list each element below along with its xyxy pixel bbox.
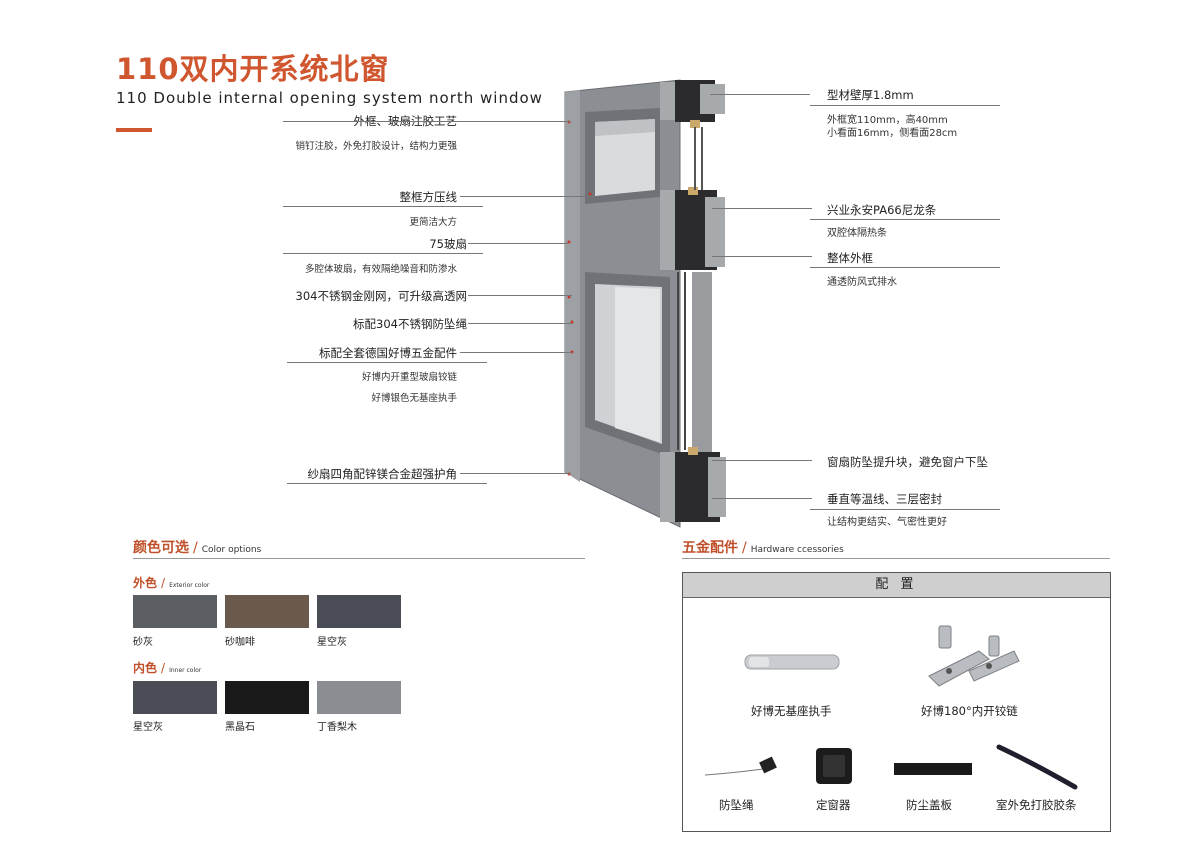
leader-line [460,352,572,353]
hinge-icon [928,625,1020,687]
leader-line [712,256,812,257]
leader-line [283,253,483,254]
swatch-interior-black-crystal[interactable] [225,681,309,714]
leader-line [810,219,1000,220]
hardware-label: 好博无基座执手 [751,704,832,718]
callout-hardware: 标配全套德国好博五金配件 [319,346,457,360]
leader-line [460,473,570,474]
swatch-interior-lilac-pear[interactable] [317,681,401,714]
callout-sub: 双腔体隔热条 [827,228,887,239]
callout-outer-frame: 整体外框 [827,251,873,265]
page-subtitle: 110 Double internal opening system north… [116,89,543,107]
swatch-exterior-starry-gray[interactable] [317,595,401,628]
color-options-heading: 颜色可选/Color options [133,540,262,556]
hardware-box-header: 配 置 [683,573,1110,598]
leader-line [712,460,812,461]
hardware-label: 室外免打胶胶条 [996,798,1077,812]
leader-line [460,196,595,197]
callout-glass-sash: 75玻扇 [429,237,467,251]
swatch-label: 砂咖啡 [225,637,255,648]
interior-color-heading: 内色/Inner color [133,661,202,675]
section-divider [133,558,585,559]
swatch-label: 黑晶石 [225,722,255,733]
leader-line [287,483,487,484]
callout-corner: 纱扇四角配锌镁合金超强护角 [307,467,458,481]
leader-line [468,323,572,324]
callout-sub: 让结构更结实、气密性更好 [827,517,947,528]
callout-sub: 小看面16mm，侧看面28cm [827,128,958,139]
leader-line [468,295,572,296]
swatch-label: 星空灰 [133,722,163,733]
callout-sub: 销钉注胶，外免打胶设计，结构力更强 [295,141,457,152]
callout-sub: 外框宽110mm，高40mm [827,115,948,126]
sealing-strip-icon [996,744,1078,790]
section-divider [682,558,1110,559]
leader-line [287,362,487,363]
callout-sub: 多腔体玻扇，有效隔绝噪音和防渗水 [304,264,457,275]
callout-lift-block: 窗扇防坠提升块，避免窗户下坠 [827,455,988,469]
callout-mesh: 304不锈钢金刚网，可升级高透网 [295,289,467,303]
swatch-label: 砂灰 [133,637,153,648]
callout-sub: 更简洁大方 [409,217,457,228]
callout-sub: 通透防风式排水 [827,277,897,288]
hardware-label: 好博180°内开铰链 [921,704,1018,718]
callout-nylon-strip: 兴业永安PA66尼龙条 [827,203,937,217]
exterior-color-heading: 外色/Exterior color [133,576,210,590]
accent-bar [116,128,152,132]
callout-rope: 标配304不锈钢防坠绳 [353,317,467,331]
safety-rope-icon [704,756,777,776]
page-title: 110双内开系统北窗 [116,52,390,86]
dust-cover-icon [894,763,972,775]
hardware-heading: 五金配件/Hardware ccessories [682,540,844,556]
hardware-label: 定窗器 [816,798,851,812]
swatch-exterior-sand-coffee[interactable] [225,595,309,628]
handle-icon [744,654,840,670]
swatch-interior-starry-gray[interactable] [133,681,217,714]
leader-line [468,243,568,244]
callout-wall-thickness: 型材壁厚1.8mm [827,88,914,102]
hardware-config-box: 配 置 好博无基座执手 好博180°内开铰链 防坠绳 定窗器 防尘盖板 室外免打… [682,572,1111,832]
swatch-label: 丁香梨木 [317,722,357,733]
leader-line [810,509,1000,510]
callout-isotherm: 垂直等温线、三层密封 [827,492,942,506]
leader-line [810,105,1000,106]
leader-line [712,208,812,209]
callout-sub: 好博银色无基座执手 [371,393,457,404]
leader-line [283,206,483,207]
swatch-exterior-sand-gray[interactable] [133,595,217,628]
leader-line [710,94,810,95]
hardware-label: 防坠绳 [719,798,754,812]
leader-line [712,498,812,499]
window-stopper-icon [816,748,852,784]
callout-press-line: 整框方压线 [399,190,458,204]
window-cross-section-image [564,79,726,528]
leader-line [283,121,570,122]
hardware-label: 防尘盖板 [906,798,952,812]
swatch-label: 星空灰 [317,637,347,648]
leader-line [810,267,1000,268]
callout-sub: 好博内开重型玻扇铰链 [361,372,457,383]
